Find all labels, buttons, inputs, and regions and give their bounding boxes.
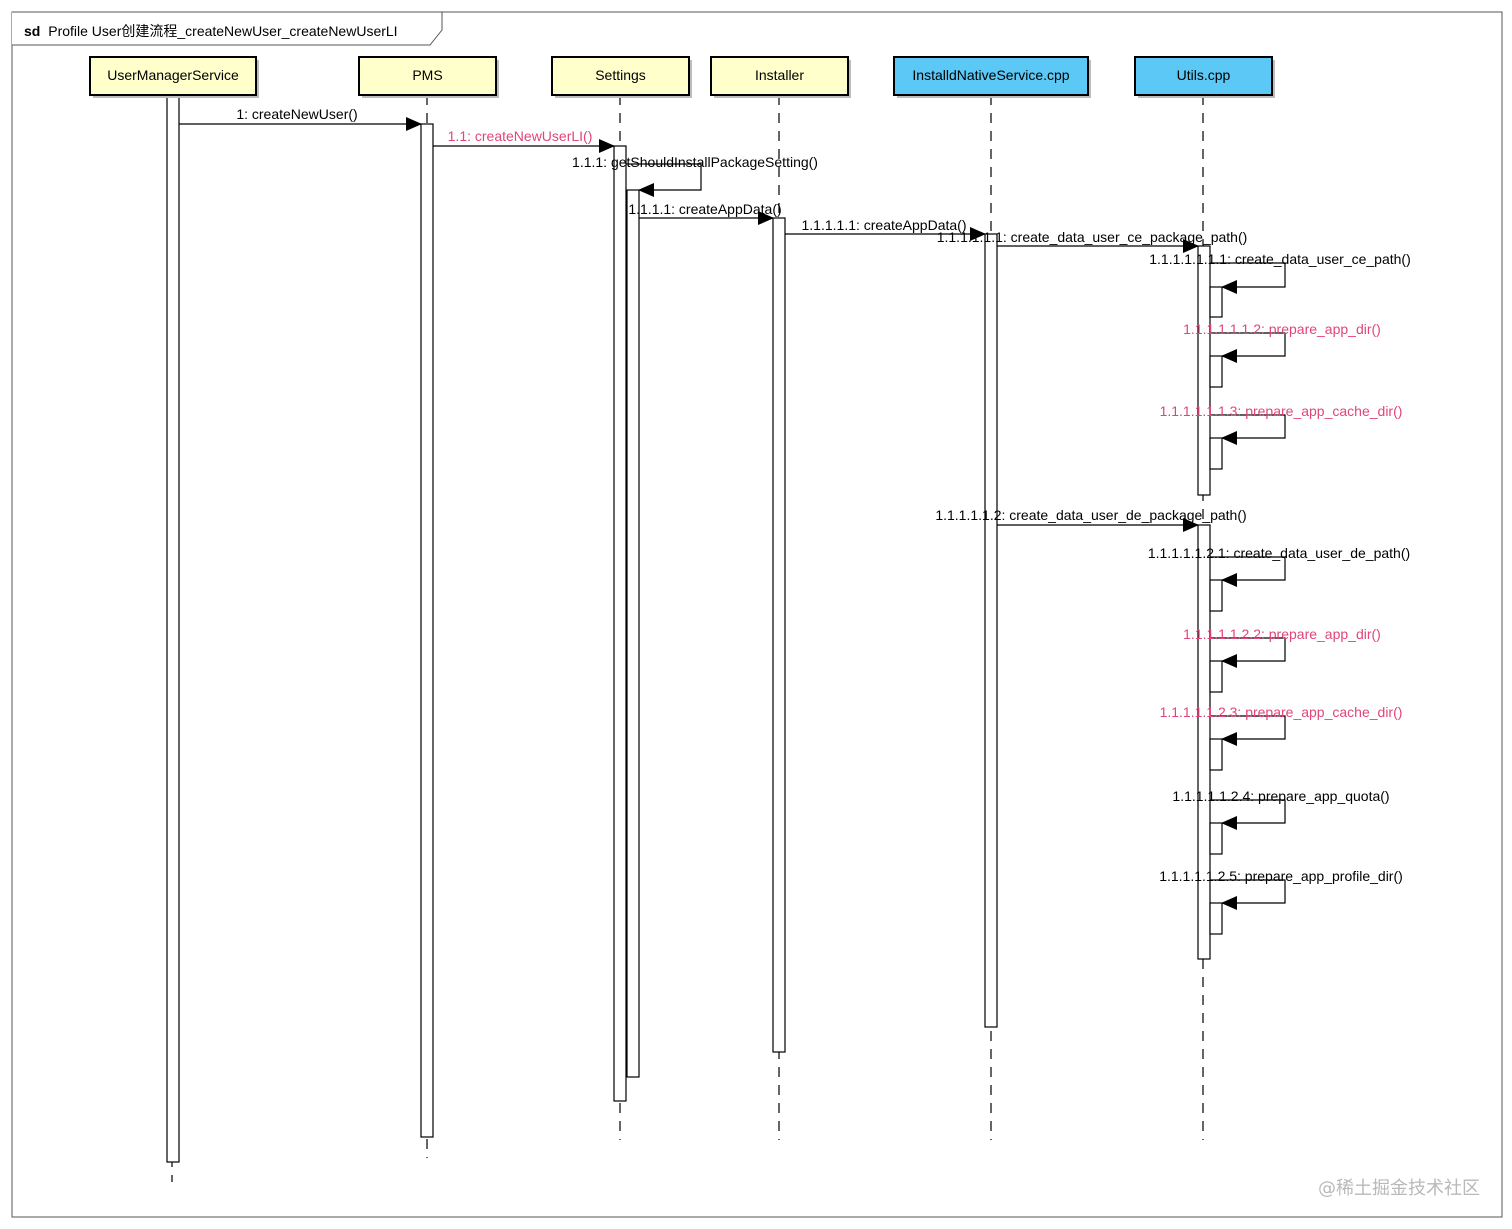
message-label-8: 1.1.1.1.1.1.2: prepare_app_dir() — [1183, 321, 1381, 337]
activation-bar-utils — [1209, 660, 1223, 693]
message-13: 1.1.1.1.1.2.3: prepare_app_cache_dir() — [1160, 704, 1403, 746]
message-label-15: 1.1.1.1.1.2.5: prepare_app_profile_dir() — [1159, 868, 1403, 884]
message-label-4: 1.1.1.1: createAppData() — [628, 201, 781, 217]
activation-bar-utils — [1197, 524, 1211, 960]
activation-bar-utils — [1209, 822, 1223, 855]
activation-bar-settings — [626, 189, 640, 1078]
participant-box-ums[interactable] — [89, 56, 257, 96]
message-15: 1.1.1.1.1.2.5: prepare_app_profile_dir() — [1159, 868, 1403, 910]
message-label-2: 1.1: createNewUserLI() — [448, 128, 593, 144]
message-3: 1.1.1: getShouldInstallPackageSetting() — [572, 154, 818, 197]
participant-label-pms: PMS — [412, 67, 442, 83]
frame-title-tab — [12, 11, 443, 46]
activation-bar-utils — [1209, 286, 1223, 318]
messages: 1: createNewUser() 1.1: createNewUserLI()… — [179, 106, 1411, 910]
message-label-10: 1.1.1.1.1.2: create_data_user_de_package… — [935, 507, 1246, 523]
self-message-arrow-15 — [1210, 879, 1286, 910]
self-message-arrow-8 — [1210, 332, 1286, 363]
participant-label-installer: Installer — [755, 67, 804, 83]
message-label-7: 1.1.1.1.1.1.1: create_data_user_ce_path(… — [1149, 251, 1411, 267]
participant-label-settings: Settings — [595, 67, 646, 83]
message-14: 1.1.1.1.1.2.4: prepare_app_quota() — [1172, 788, 1390, 830]
activation-bar-ums — [166, 95, 180, 1163]
participant-box-ins[interactable] — [893, 56, 1089, 96]
watermark: @稀土掘金技术社区 — [1318, 1178, 1480, 1199]
message-8: 1.1.1.1.1.1.2: prepare_app_dir() — [1183, 321, 1381, 363]
message-label-3: 1.1.1: getShouldInstallPackageSetting() — [572, 154, 818, 170]
activation-bar-ins — [984, 233, 998, 1028]
self-message-arrow-11 — [1210, 556, 1286, 587]
activation-bar-utils — [1209, 738, 1223, 771]
message-label-1: 1: createNewUser() — [236, 106, 357, 122]
self-message-arrow-14 — [1210, 799, 1286, 830]
activation-bar-utils — [1209, 355, 1223, 388]
message-5: 1.1.1.1.1: createAppData() — [785, 217, 986, 241]
message-2: 1.1: createNewUserLI() — [433, 128, 615, 153]
self-message-arrow-3 — [626, 163, 702, 197]
participant-label-utils: Utils.cpp — [1177, 67, 1231, 83]
self-message-arrow-7 — [1210, 262, 1286, 294]
message-label-11: 1.1.1.1.1.2.1: create_data_user_de_path(… — [1148, 545, 1410, 561]
message-11: 1.1.1.1.1.2.1: create_data_user_de_path(… — [1148, 545, 1410, 587]
message-label-13: 1.1.1.1.1.2.3: prepare_app_cache_dir() — [1160, 704, 1403, 720]
message-4: 1.1.1.1: createAppData() — [628, 201, 782, 225]
participant-label-ums: UserManagerService — [107, 67, 239, 83]
message-label-14: 1.1.1.1.1.2.4: prepare_app_quota() — [1172, 788, 1389, 804]
message-12: 1.1.1.1.1.2.2: prepare_app_dir() — [1183, 626, 1381, 668]
message-6: 1.1.1.1.1.1: create_data_user_ce_package… — [937, 229, 1248, 253]
activation-bars — [166, 95, 1223, 1163]
frame-title: sd Profile User创建流程_createNewUser_create… — [24, 23, 398, 39]
activation-bar-pms — [420, 123, 434, 1138]
participant-box-installer[interactable] — [710, 56, 849, 96]
activation-bar-utils — [1209, 579, 1223, 612]
frame-title-text: Profile User创建流程_createNewUser_createNew… — [48, 23, 397, 39]
message-label-9: 1.1.1.1.1.1.3: prepare_app_cache_dir() — [1160, 403, 1403, 419]
message-label-12: 1.1.1.1.1.2.2: prepare_app_dir() — [1183, 626, 1381, 642]
message-10: 1.1.1.1.1.2: create_data_user_de_package… — [935, 507, 1247, 532]
participant-box-utils[interactable] — [1134, 56, 1273, 96]
activation-bar-utils — [1197, 245, 1211, 496]
diagram-frame — [11, 11, 1503, 1218]
message-label-6: 1.1.1.1.1.1: create_data_user_ce_package… — [937, 229, 1248, 245]
participant-headers: UserManagerService PMS Settings Installer In… — [89, 56, 1275, 98]
self-message-arrow-9 — [1210, 414, 1286, 445]
message-7: 1.1.1.1.1.1.1: create_data_user_ce_path(… — [1149, 251, 1411, 294]
activation-bar-settings — [613, 145, 627, 1102]
participant-box-pms[interactable] — [358, 56, 497, 96]
participant-box-settings[interactable] — [551, 56, 690, 96]
activation-bar-installer — [772, 217, 786, 1053]
participant-label-ins: InstalldNativeService.cpp — [912, 67, 1069, 83]
activation-bar-utils — [1209, 902, 1223, 935]
frame-keyword: sd — [24, 23, 40, 39]
self-message-arrow-12 — [1210, 637, 1286, 668]
self-message-arrow-13 — [1210, 715, 1286, 746]
message-label-5: 1.1.1.1.1: createAppData() — [802, 217, 967, 233]
message-1: 1: createNewUser() — [179, 106, 422, 131]
message-9: 1.1.1.1.1.1.3: prepare_app_cache_dir() — [1160, 403, 1403, 445]
activation-bar-utils — [1209, 437, 1223, 470]
